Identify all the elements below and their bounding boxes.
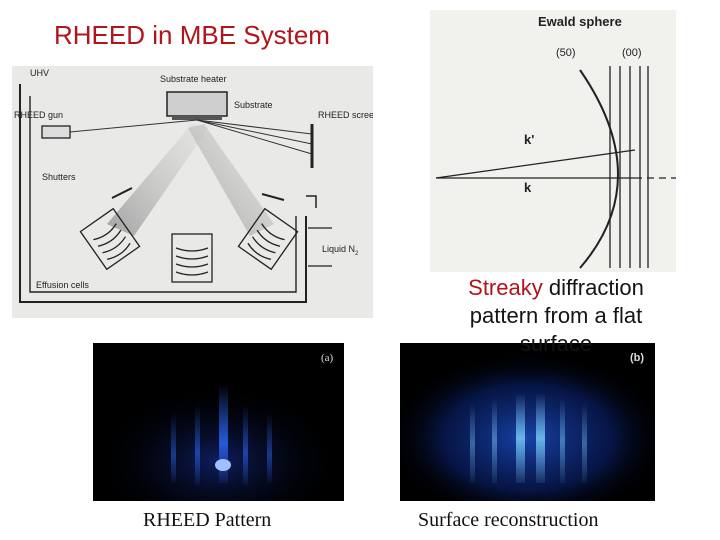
photo-b-label: (b): [630, 352, 644, 364]
rheed-pattern-caption: RHEED Pattern: [143, 509, 272, 531]
streaky-highlight: Streaky: [468, 275, 543, 300]
liquid-n2-label: Liquid N2: [322, 244, 359, 257]
surface-reconstruction-photo: (b): [400, 343, 655, 501]
mbe-schematic-figure: UHV Substrate heater Substrate RHEED gun…: [12, 66, 379, 318]
rheed-pattern-photo: (a): [93, 343, 344, 501]
rheed-gun-label: RHEED gun: [14, 110, 63, 120]
slide-title: RHEED in MBE System: [54, 20, 330, 50]
substrate-heater-label: Substrate heater: [160, 74, 227, 84]
k-prime-label: k': [524, 132, 534, 147]
shutters-label: Shutters: [42, 172, 76, 182]
streaky-caption: Streaky diffraction pattern from a flat …: [436, 274, 676, 358]
uhv-label: UHV: [30, 68, 49, 78]
ewald-sphere-figure: Ewald sphere (50) (00) k' k: [430, 10, 676, 272]
rheed-screen-label: RHEED screen: [318, 110, 373, 120]
substrate-label: Substrate: [234, 100, 273, 110]
ewald-heading: Ewald sphere: [538, 14, 622, 29]
surface-reconstruction-caption: Surface reconstruction: [418, 509, 599, 531]
effusion-cells-label: Effusion cells: [36, 280, 89, 290]
k-label: k: [524, 180, 532, 195]
caption-rest: diffraction pattern from a flat surface: [469, 275, 644, 356]
index-00-label: (00): [622, 47, 642, 59]
index-50-label: (50): [556, 47, 576, 59]
photo-a-label: (a): [321, 352, 334, 364]
